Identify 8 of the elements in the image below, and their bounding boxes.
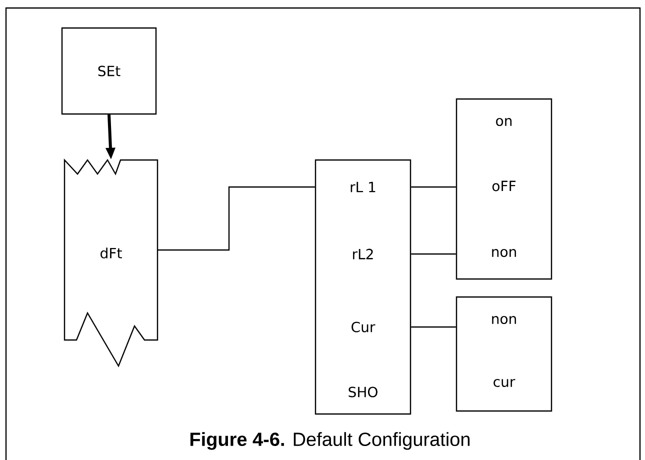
menu-box: rL 1 rL2 Cur SHO: [314, 159, 412, 415]
display-box: SEt: [61, 27, 157, 115]
option-box: non cur: [456, 296, 552, 412]
connector-line: [158, 186, 315, 251]
caption: Figure 4-6. Default Configuration: [190, 432, 470, 450]
connector-line: [411, 326, 456, 328]
connector-line: [411, 253, 456, 255]
connector-line: [411, 186, 456, 188]
